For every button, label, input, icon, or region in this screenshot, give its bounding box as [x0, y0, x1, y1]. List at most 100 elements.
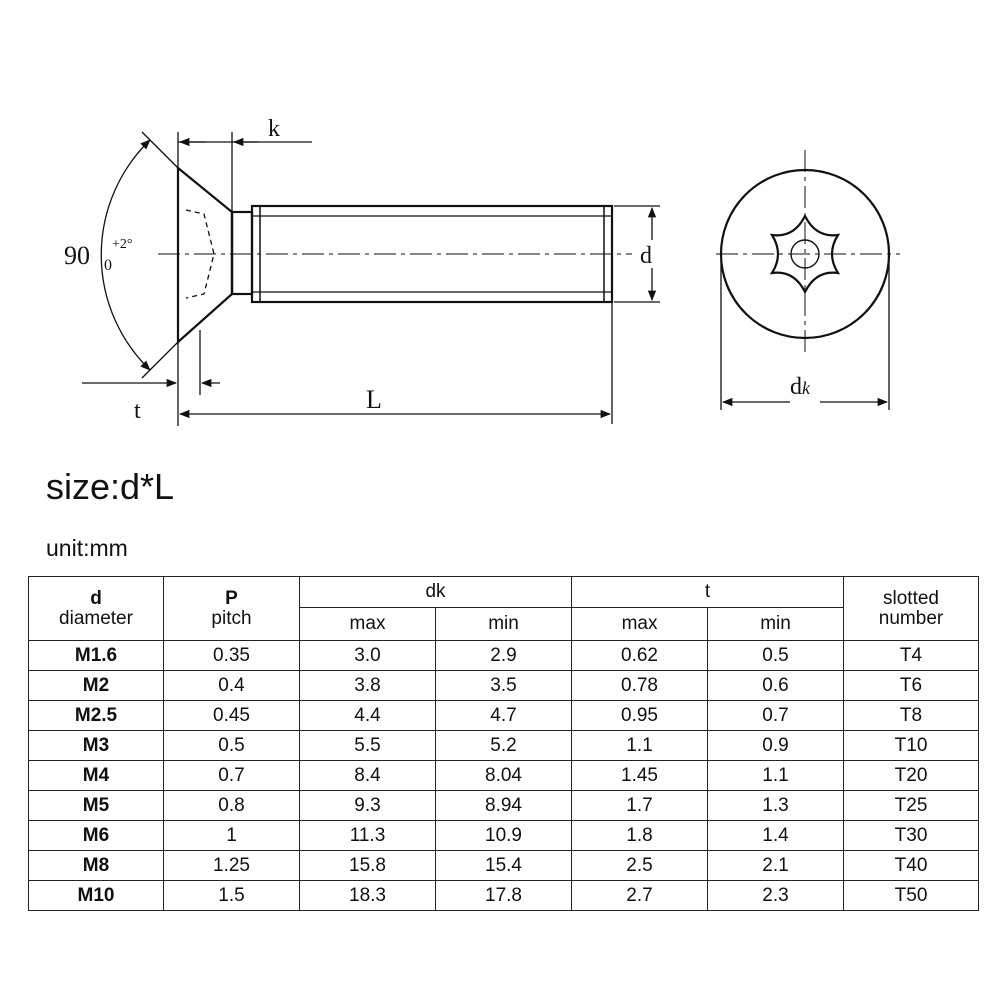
cell-pitch: 0.7	[163, 760, 300, 791]
label-k: k	[268, 116, 280, 142]
cell-slot: T10	[843, 730, 980, 761]
cell-dk-min: 17.8	[434, 880, 573, 911]
cell-slot: T4	[843, 640, 980, 671]
header-t: t	[571, 576, 845, 608]
torx-recess-icon	[769, 213, 841, 295]
cell-d: M6	[28, 820, 164, 851]
cell-d: M3	[28, 730, 164, 761]
cell-t-min: 0.5	[707, 640, 845, 671]
screw-top-view	[716, 150, 900, 410]
cell-t-max: 2.7	[571, 880, 709, 911]
dim-k	[177, 132, 312, 212]
cell-slot: T40	[843, 850, 980, 881]
dim-d	[614, 205, 660, 303]
dim-L	[178, 302, 613, 424]
cell-pitch: 0.5	[163, 730, 300, 761]
cell-t-max: 0.62	[571, 640, 709, 671]
header-dk: dk	[298, 576, 573, 608]
cell-t-max: 1.1	[571, 730, 709, 761]
cell-d: M1.6	[28, 640, 164, 671]
cell-slot: T6	[843, 670, 980, 701]
cell-t-max: 1.7	[571, 790, 709, 821]
cell-dk-max: 8.4	[299, 760, 436, 791]
cell-d: M10	[28, 880, 164, 911]
label-L: L	[366, 385, 382, 414]
cell-dk-min: 3.5	[434, 670, 573, 701]
cell-dk-max: 11.3	[299, 820, 436, 851]
cell-t-max: 0.95	[571, 700, 709, 731]
cell-slot: T50	[843, 880, 980, 911]
cell-t-max: 1.45	[571, 760, 709, 791]
cell-t-min: 2.1	[707, 850, 845, 881]
cell-t-max: 0.78	[571, 670, 709, 701]
spec-table: d diameter P pitch dk t slotted number m…	[28, 576, 980, 911]
screw-head	[176, 165, 234, 345]
header-t-max: max	[571, 607, 709, 641]
cell-dk-max: 4.4	[299, 700, 436, 731]
cell-pitch: 0.8	[163, 790, 300, 821]
cell-d: M5	[28, 790, 164, 821]
cell-d: M2	[28, 670, 164, 701]
cell-d: M2.5	[28, 700, 164, 731]
label-d: d	[640, 243, 652, 269]
header-t-min: min	[707, 607, 845, 641]
cell-d: M4	[28, 760, 164, 791]
header-diameter: d diameter	[28, 576, 164, 641]
cell-pitch: 1.5	[163, 880, 300, 911]
cell-dk-min: 8.04	[434, 760, 573, 791]
cell-dk-max: 3.0	[299, 640, 436, 671]
cell-dk-min: 5.2	[434, 730, 573, 761]
size-caption: size:d*L	[46, 466, 175, 507]
cell-dk-max: 5.5	[299, 730, 436, 761]
cell-dk-min: 2.9	[434, 640, 573, 671]
label-t: t	[134, 398, 141, 424]
cell-dk-min: 4.7	[434, 700, 573, 731]
cell-dk-max: 9.3	[299, 790, 436, 821]
cell-t-min: 2.3	[707, 880, 845, 911]
cell-slot: T30	[843, 820, 980, 851]
screw-side-view	[158, 165, 632, 345]
cell-t-min: 1.1	[707, 760, 845, 791]
cell-dk-min: 15.4	[434, 850, 573, 881]
label-dk: dk	[790, 374, 811, 400]
cell-dk-max: 15.8	[299, 850, 436, 881]
unit-caption: unit:mm	[46, 535, 128, 561]
dim-dk	[720, 260, 890, 410]
cell-slot: T20	[843, 760, 980, 791]
cell-t-min: 0.9	[707, 730, 845, 761]
header-dk-max: max	[299, 607, 436, 641]
cell-pitch: 0.45	[163, 700, 300, 731]
dim-angle	[100, 131, 179, 379]
cell-d: M8	[28, 850, 164, 881]
cell-pitch: 0.35	[163, 640, 300, 671]
cell-t-min: 1.4	[707, 820, 845, 851]
cell-pitch: 1.25	[163, 850, 300, 881]
label-angle-sub: 0	[104, 257, 112, 274]
cell-t-max: 2.5	[571, 850, 709, 881]
cell-t-max: 1.8	[571, 820, 709, 851]
screw-neck	[230, 210, 254, 296]
cell-t-min: 1.3	[707, 790, 845, 821]
dim-t	[82, 330, 220, 426]
cell-dk-max: 3.8	[299, 670, 436, 701]
label-angle-sup: +2°	[112, 237, 133, 252]
cell-dk-min: 10.9	[434, 820, 573, 851]
header-slotted-number: slotted number	[843, 576, 980, 641]
cell-pitch: 0.4	[163, 670, 300, 701]
header-dk-min: min	[434, 607, 573, 641]
cell-t-min: 0.6	[707, 670, 845, 701]
cell-dk-max: 18.3	[299, 880, 436, 911]
cell-slot: T8	[843, 700, 980, 731]
screw-technical-drawing: k 90 +2° 0 d t L	[64, 116, 900, 426]
cell-t-min: 0.7	[707, 700, 845, 731]
